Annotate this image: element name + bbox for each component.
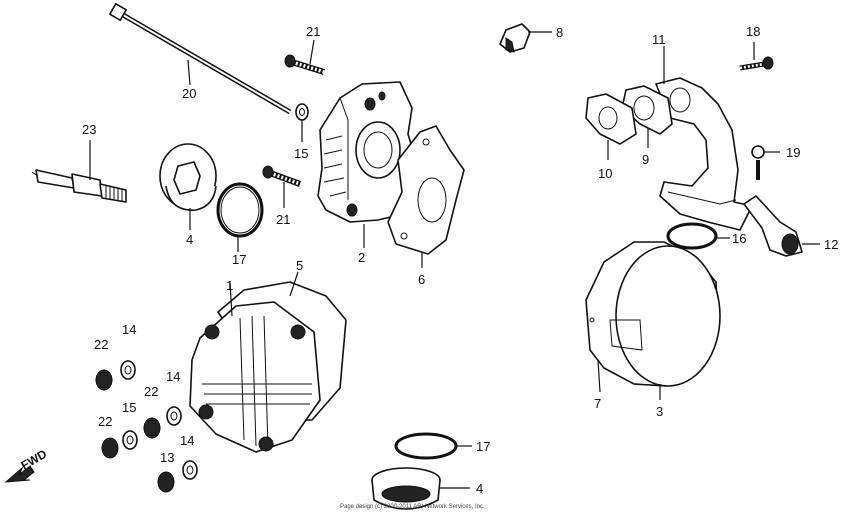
callout-8: 8 <box>556 25 563 40</box>
callout-14-a: 14 <box>122 322 136 337</box>
screw-19 <box>751 145 765 180</box>
head-cover-1 <box>189 301 321 453</box>
callout-14-b: 14 <box>166 369 180 384</box>
gasket-10 <box>585 93 637 145</box>
callout-2: 2 <box>358 250 365 265</box>
callout-1: 1 <box>226 278 233 293</box>
callout-21-mid: 21 <box>276 212 290 227</box>
callout-22-c: 22 <box>98 414 112 429</box>
callout-17-bottom: 17 <box>476 439 490 454</box>
callout-19: 19 <box>786 145 800 160</box>
copyright-text: Page design (c) 2000-2011 ARI Network Se… <box>340 504 485 510</box>
air-cleaner-7-3 <box>585 241 721 387</box>
fwd-label: FWD <box>19 447 50 473</box>
bracket-12 <box>743 195 803 257</box>
callout-13: 13 <box>160 450 174 465</box>
callout-15-b: 15 <box>122 400 136 415</box>
gasket-6 <box>387 125 465 255</box>
o-ring-16 <box>666 222 718 250</box>
callout-18: 18 <box>746 24 760 39</box>
callout-11: 11 <box>652 32 666 47</box>
nut-22-b <box>143 417 161 439</box>
fwd-arrow: FWD <box>4 447 50 483</box>
callout-15-top: 15 <box>294 146 308 161</box>
o-ring-17-bottom <box>394 432 458 460</box>
washer-15-b <box>122 430 138 450</box>
callout-23: 23 <box>82 122 96 137</box>
nut-13 <box>157 471 175 493</box>
callout-17-top: 17 <box>232 252 246 267</box>
callout-7: 7 <box>594 396 601 411</box>
callout-4-bottom: 4 <box>476 481 483 496</box>
callout-6: 6 <box>418 272 425 287</box>
cam-holder-2 <box>317 81 421 223</box>
intake-pipe-11 <box>655 77 753 231</box>
callout-22-a: 22 <box>94 337 108 352</box>
callout-5: 5 <box>296 258 303 273</box>
callout-9: 9 <box>642 152 649 167</box>
callout-4-top: 4 <box>186 232 193 247</box>
cap-4-top <box>159 143 217 211</box>
callout-12: 12 <box>824 237 838 252</box>
callout-22-b: 22 <box>144 384 158 399</box>
washer-15-top <box>295 103 309 121</box>
o-ring-17-top <box>216 182 264 238</box>
callout-3: 3 <box>656 404 663 419</box>
clip-8 <box>499 23 531 53</box>
bolt-18 <box>739 56 774 71</box>
cap-4-bottom <box>371 467 441 510</box>
washer-14-a <box>120 360 136 380</box>
washer-14-c <box>182 460 198 480</box>
callout-21-top: 21 <box>306 24 320 39</box>
washer-14-b <box>166 406 182 426</box>
stud-bolt-20 <box>109 3 292 115</box>
callout-14-c: 14 <box>180 433 194 448</box>
callout-20: 20 <box>182 86 196 101</box>
bolt-21-top <box>284 54 325 75</box>
spark-plug-23 <box>31 169 127 203</box>
nut-22-a <box>95 369 113 391</box>
nut-22-c <box>101 437 119 459</box>
bolt-21-mid <box>262 165 302 187</box>
callout-16: 16 <box>732 231 746 246</box>
callout-10: 10 <box>598 166 612 181</box>
